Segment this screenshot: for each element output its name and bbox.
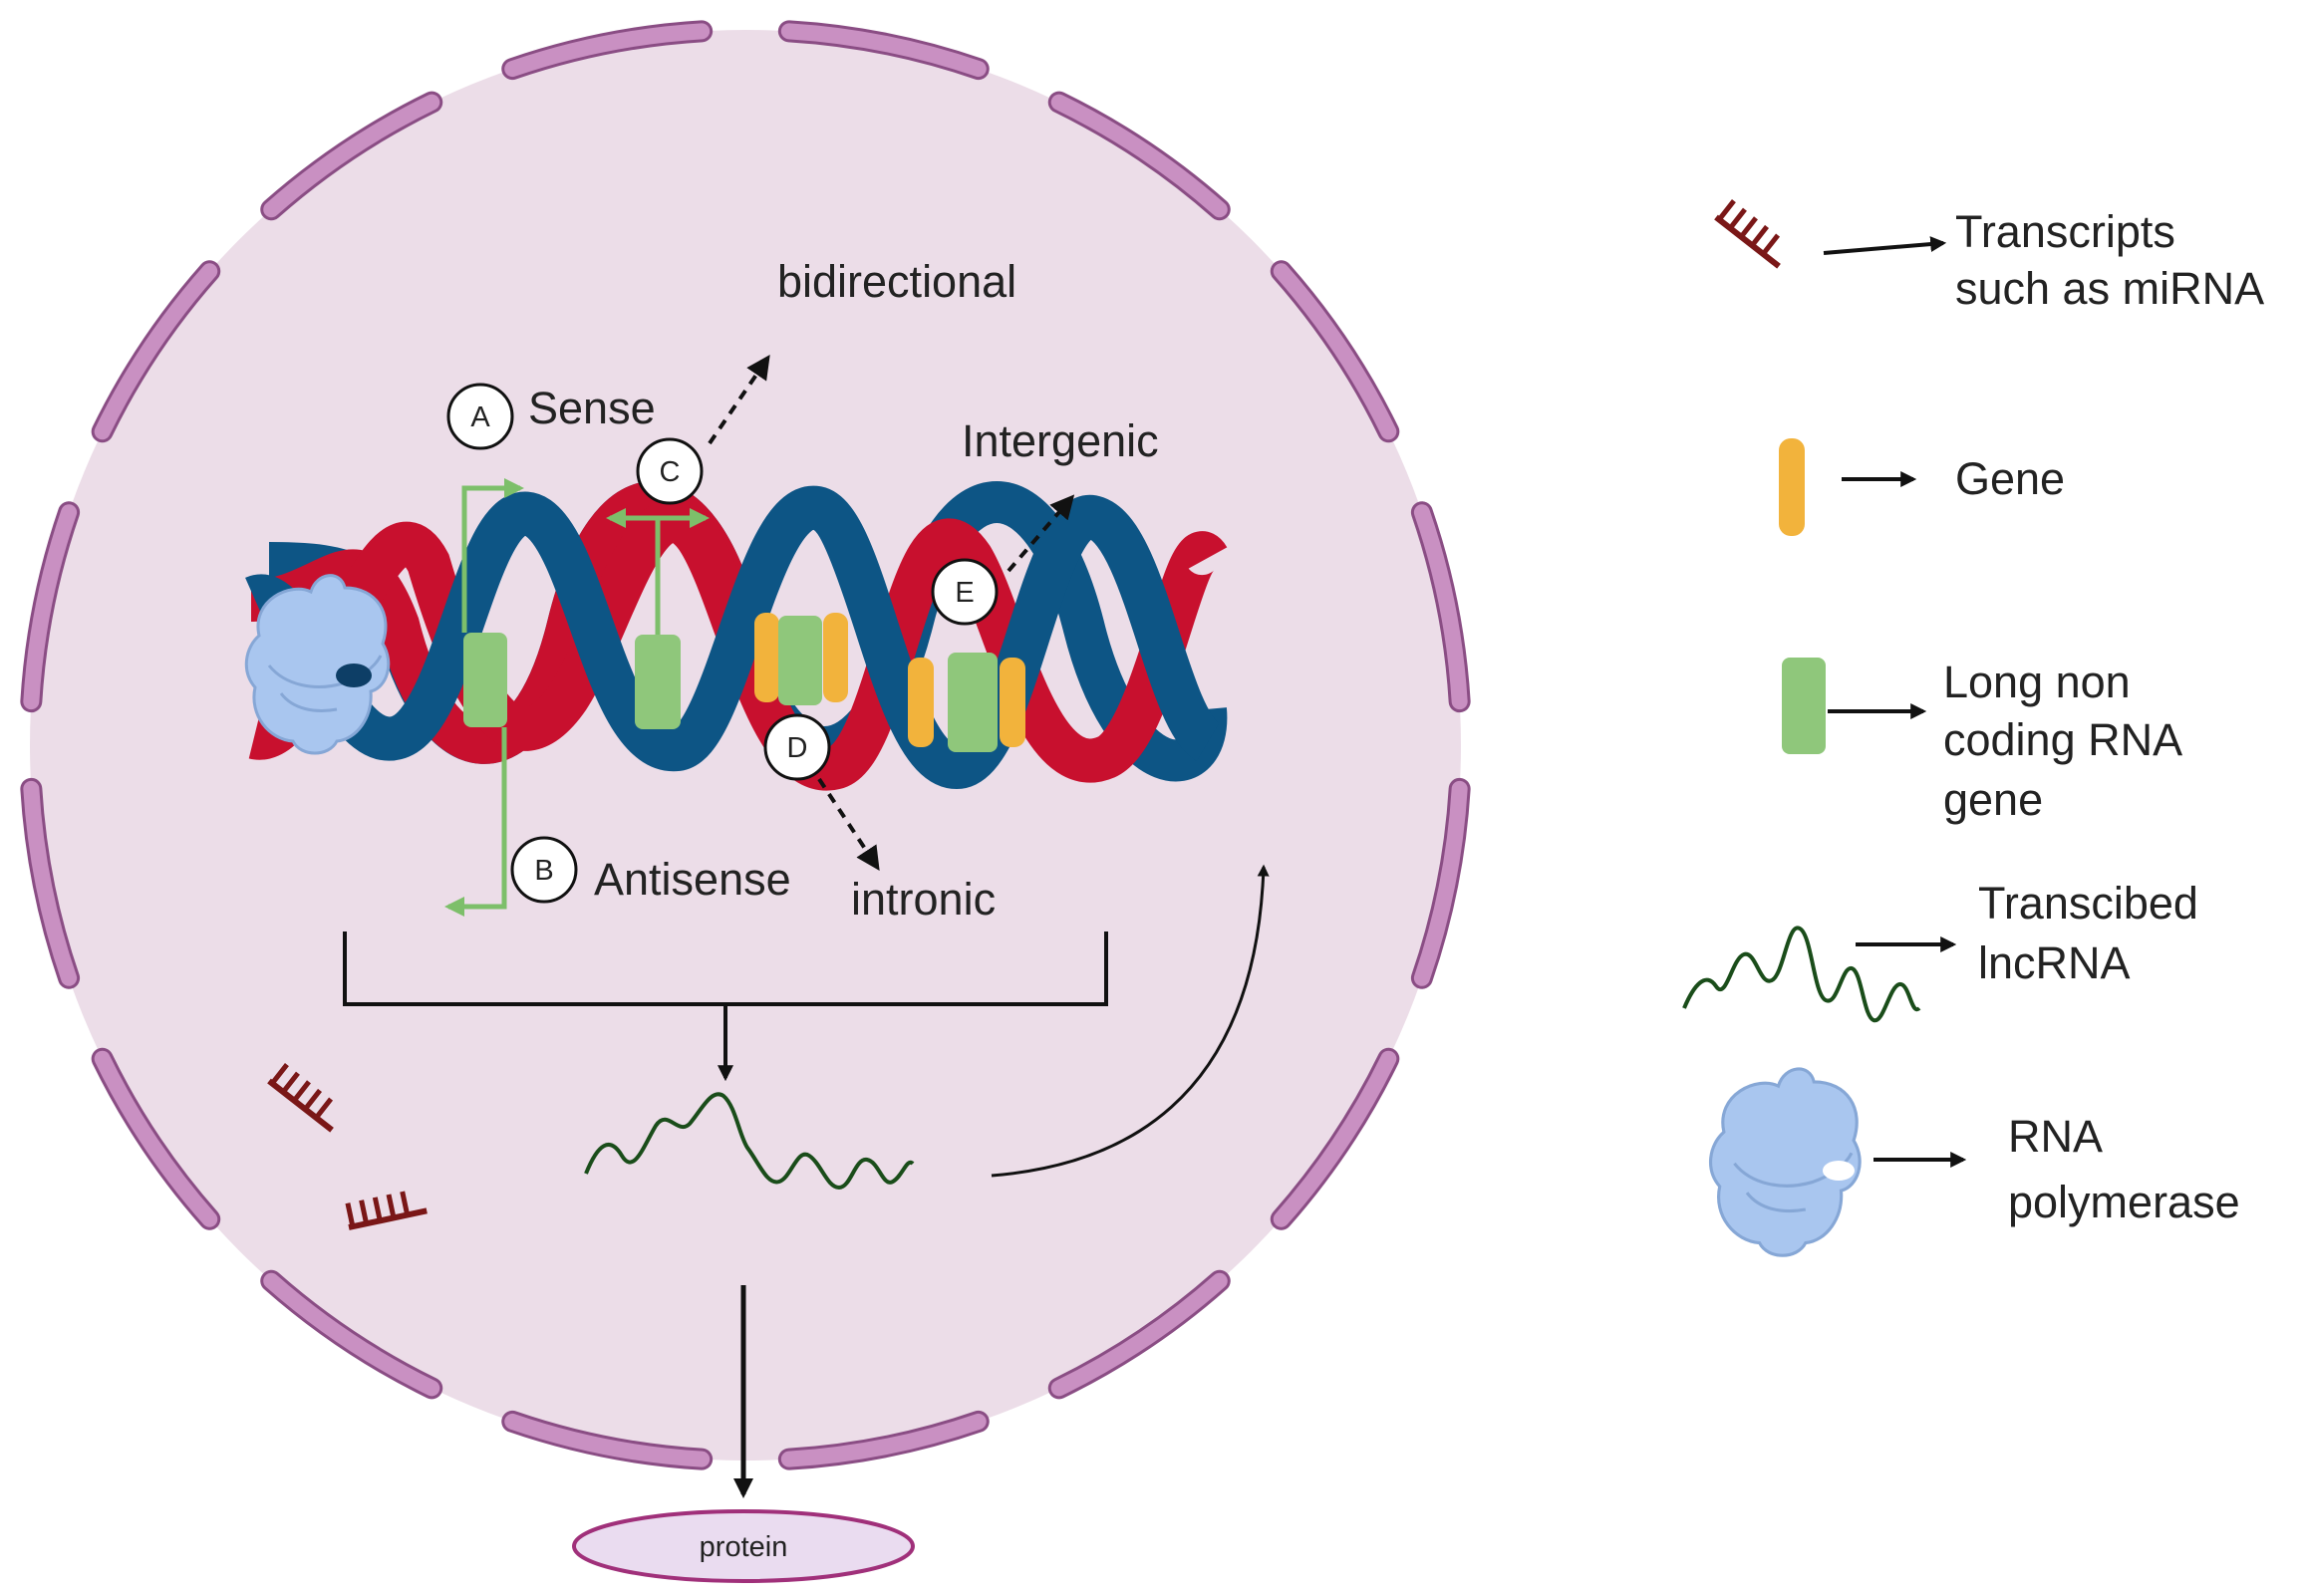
marker-a: A — [446, 383, 514, 450]
svg-text:E: E — [955, 577, 974, 609]
protein-oval — [572, 1509, 915, 1583]
label-antisense: Antisense — [594, 854, 791, 905]
gene-block — [823, 613, 848, 702]
lncrna-gene-markers — [463, 616, 998, 752]
transcription-bracket — [343, 931, 1108, 1082]
membrane-segment-fill — [504, 1413, 711, 1467]
legend: Transcripts such as miRNA Gene Long non … — [1682, 198, 2264, 1257]
dna-double-helix — [245, 481, 1228, 791]
membrane-segment-fill — [780, 1413, 987, 1467]
transcribed-lncrna-icon — [1682, 926, 1921, 1023]
lncrna-gene-block — [463, 633, 507, 727]
membrane-segment-fill — [94, 1050, 218, 1227]
marker-e: E — [931, 558, 999, 626]
membrane-segment-fill — [1050, 94, 1228, 218]
membrane-segment-fill — [263, 94, 440, 218]
polymerase-pocket — [336, 664, 372, 687]
legend-item-lncrna-gene: Long non coding RNA gene — [1943, 657, 2192, 825]
mirna-transcript-icon — [1716, 198, 1794, 266]
legend-item-mirna: Transcripts such as miRNA — [1955, 206, 2264, 314]
marker-d: D — [763, 713, 831, 781]
membrane-segment-fill — [504, 23, 711, 78]
membrane-segment-fill — [1413, 780, 1468, 986]
membrane-segment-fill — [23, 780, 78, 986]
svg-text:D: D — [787, 732, 808, 764]
membrane-segment-fill — [780, 23, 987, 78]
legend-item-gene: Gene — [1955, 453, 2065, 504]
membrane-segment-fill — [1413, 504, 1468, 710]
membrane-segment-fill — [1273, 263, 1397, 440]
lncrna-gene-block — [948, 653, 998, 752]
membrane-segment-fill — [1273, 1050, 1397, 1227]
category-pointers — [708, 355, 1075, 872]
gene-icon — [1779, 438, 1805, 536]
legend-item-transcribed-lncrna: Transcibed lncRNA — [1978, 878, 2210, 988]
lncrna-gene-block — [778, 616, 822, 705]
lncrna-gene-icon — [1782, 658, 1826, 754]
transcribed-lncrna — [584, 1092, 915, 1191]
legend-item-rna-polymerase: RNA polymerase — [2008, 1111, 2240, 1227]
svg-text:C: C — [660, 456, 681, 488]
gene-block — [754, 613, 779, 702]
antisense-arrow — [444, 727, 507, 917]
svg-text:A: A — [470, 401, 490, 433]
transcription-arrows — [444, 478, 710, 917]
marker-c: C — [636, 437, 704, 505]
membrane-segment-fill — [94, 263, 218, 440]
nucleus — [30, 30, 1461, 1461]
lncrna-gene-block — [635, 635, 681, 729]
gene-block — [1000, 658, 1025, 747]
nuclear-membrane — [20, 20, 1471, 1470]
polymerase-icon-pocket — [1823, 1161, 1855, 1181]
gene-markers — [754, 613, 1025, 747]
membrane-segment-fill — [1050, 1272, 1228, 1397]
label-sense: Sense — [528, 383, 656, 433]
sense-arrow — [461, 478, 524, 633]
label-bidirectional: bidirectional — [777, 256, 1016, 307]
protein-label: protein — [700, 1531, 788, 1563]
membrane-segment-fill — [263, 1272, 440, 1397]
svg-text:B: B — [534, 855, 553, 887]
feedback-arrow — [991, 864, 1270, 1178]
gene-block — [908, 658, 934, 747]
membrane-segment-fill — [23, 504, 78, 710]
marker-b: B — [510, 836, 578, 904]
label-intergenic: Intergenic — [962, 415, 1159, 466]
label-intronic: intronic — [851, 874, 996, 925]
